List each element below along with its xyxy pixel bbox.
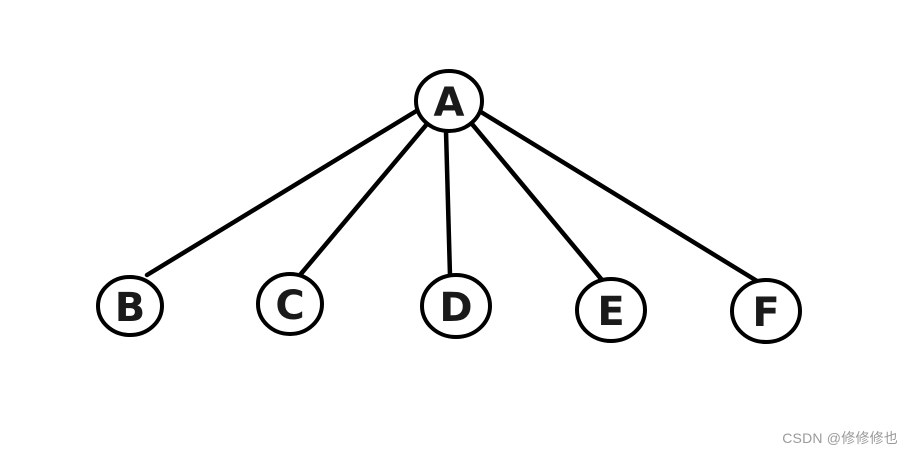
watermark: CSDN @修修修也 — [782, 430, 898, 446]
node-circle — [730, 278, 802, 344]
node-a: A — [414, 69, 484, 133]
node-circle — [256, 272, 324, 336]
node-circle — [96, 275, 164, 337]
node-label: E — [597, 289, 624, 335]
node-circle — [575, 277, 647, 343]
node-c: C — [256, 272, 324, 336]
node-label: F — [752, 290, 779, 336]
node-b: B — [96, 275, 164, 337]
node-label: C — [275, 283, 304, 329]
node-circle — [420, 273, 492, 339]
nodes-group: A B C D E F — [96, 69, 802, 344]
node-e: E — [575, 277, 647, 343]
edge-a-d — [443, 128, 453, 279]
edges-group — [144, 107, 760, 284]
edge-a-b — [144, 107, 421, 278]
node-label: B — [115, 285, 146, 331]
edge-a-f — [478, 109, 760, 284]
edge-a-e — [469, 121, 605, 283]
edge-a-c — [297, 121, 430, 278]
node-label: A — [434, 80, 465, 126]
node-d: D — [420, 273, 492, 339]
node-label: D — [439, 285, 472, 331]
node-f: F — [730, 278, 802, 344]
node-circle — [414, 69, 484, 133]
